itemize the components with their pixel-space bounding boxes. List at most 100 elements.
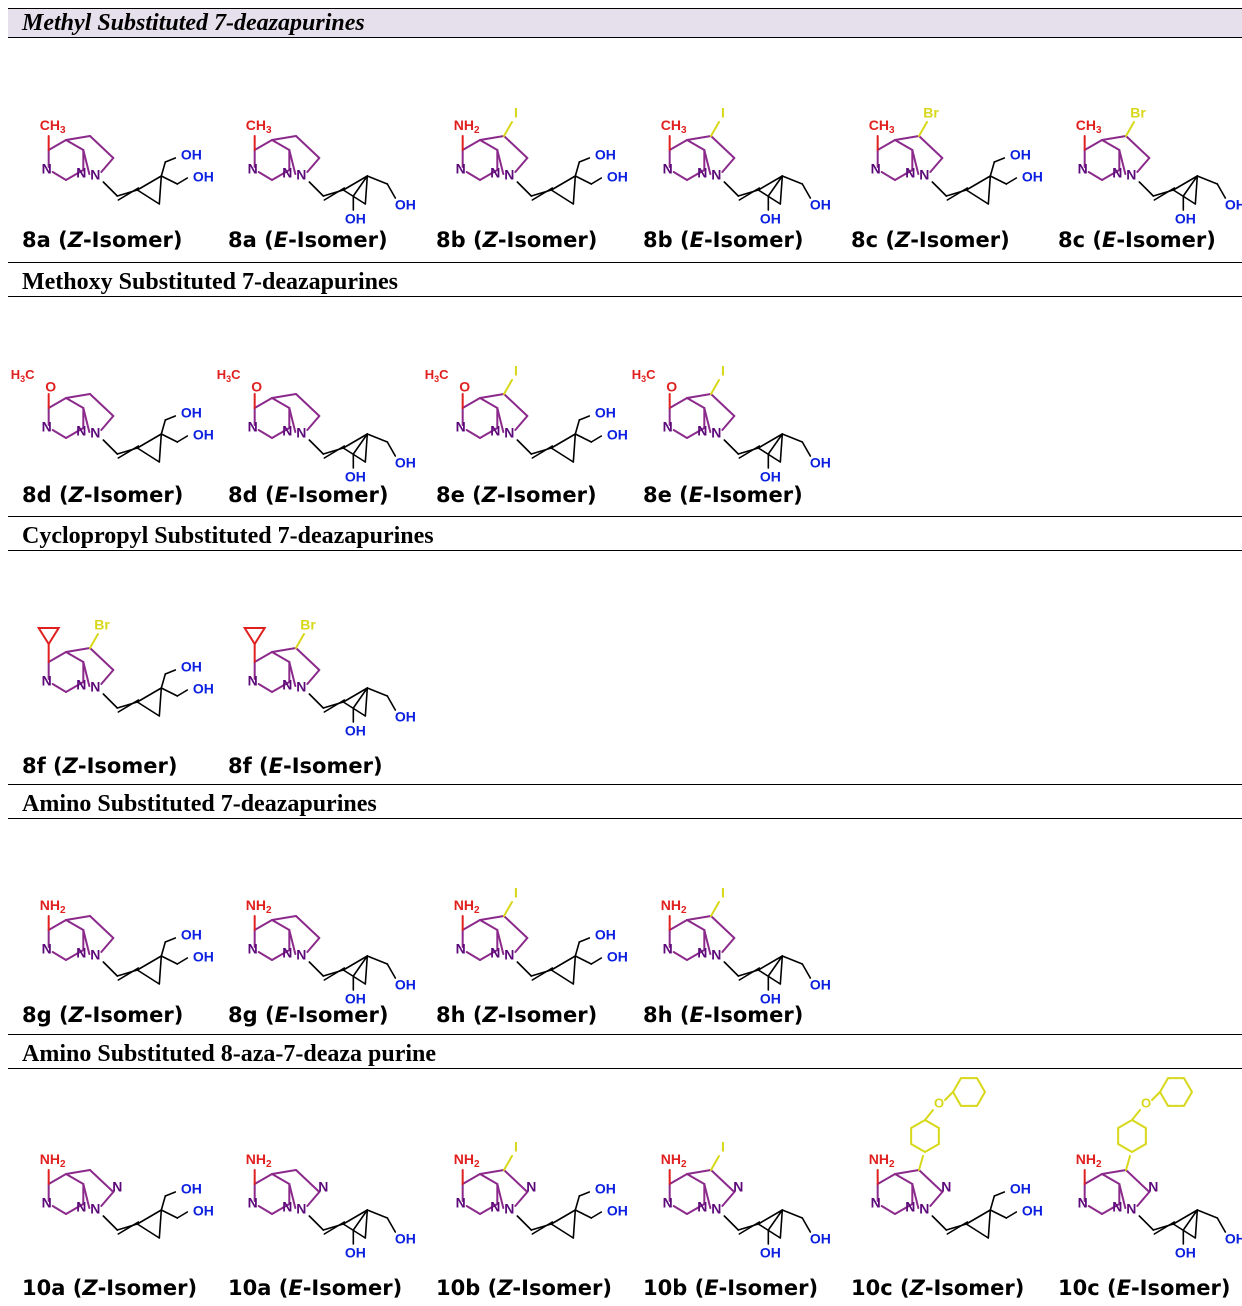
hydroxyl-label: OH	[345, 1245, 366, 1261]
ring-substituent-label: NH2	[869, 1151, 895, 1170]
hydroxyl-label: OH	[810, 197, 831, 213]
compound-id: 8a	[22, 228, 51, 252]
compound-caption: 8a (E-Isomer)	[228, 228, 388, 252]
compound-isomer: (Z-Isomer)	[45, 754, 178, 778]
isomer-word: -Isomer	[302, 1276, 393, 1300]
ring-nitrogen-label: N	[490, 945, 500, 961]
isomer-word: -Isomer	[1130, 1276, 1221, 1300]
ring-nitrogen-label: N	[1112, 1199, 1122, 1215]
compound-caption: 10c (E-Isomer)	[1058, 1276, 1231, 1300]
aza-nitrogen-label: N	[941, 1179, 951, 1195]
compound-id: 8f	[228, 754, 252, 778]
hydroxyl-label: OH	[607, 169, 628, 185]
isomer-letter: E	[268, 754, 284, 778]
isomer-word: -Isomer	[497, 1003, 588, 1027]
halogen-label: I	[721, 105, 725, 121]
ring-nitrogen-label: N	[42, 419, 52, 435]
isomer-word: -Isomer	[497, 483, 587, 507]
compound-isomer: (E-Isomer)	[256, 228, 388, 252]
methoxy-group-label: H3C	[632, 367, 656, 384]
hydroxyl-label: OH	[810, 1231, 831, 1247]
ring-nitrogen-label: N	[905, 165, 915, 181]
compound-isomer: (Z-Isomer)	[878, 228, 1010, 252]
hydroxyl-label: OH	[193, 1203, 214, 1219]
phenoxyphenyl-substituent: O	[910, 1077, 987, 1171]
isomer-word: -Isomer	[82, 228, 173, 252]
ring-nitrogen-label: N	[871, 161, 881, 177]
hydroxyl-label: OH	[1010, 147, 1031, 163]
isomer-word: -Isomer	[283, 754, 373, 778]
hydroxyl-label: OH	[760, 211, 781, 227]
ring-nitrogen-label: N	[248, 1195, 258, 1211]
row-divider	[8, 262, 1242, 263]
compound-caption: 8b (Z-Isomer)	[436, 228, 597, 252]
isomer-letter: Z	[68, 483, 84, 507]
ring-nitrogen-label: N	[76, 423, 86, 439]
isomer-word: -Isomer	[497, 228, 588, 252]
pyrrole-nitrogen-label: N	[90, 167, 100, 183]
compound-id: 8d	[22, 483, 52, 507]
compound-caption: 10c (Z-Isomer)	[851, 1276, 1024, 1300]
ring-nitrogen-label: N	[282, 423, 292, 439]
ring-nitrogen-label: N	[42, 1195, 52, 1211]
ring-substituent-label: NH2	[40, 1151, 66, 1170]
aza-nitrogen-label: N	[526, 1179, 536, 1195]
isomer-letter: Z	[894, 228, 911, 252]
compound-isomer: (Z-Isomer)	[51, 1003, 184, 1027]
pyrrole-nitrogen-label: N	[504, 425, 514, 441]
hydroxyl-label: OH	[395, 709, 416, 725]
pyrrole-nitrogen-label: N	[296, 947, 306, 963]
ring-nitrogen-label: N	[42, 673, 52, 689]
methoxy-oxygen-label: O	[251, 379, 262, 395]
halogen-label: I	[514, 105, 518, 121]
isomer-letter: Z	[62, 754, 78, 778]
compound-isomer: (E-Isomer)	[251, 754, 383, 778]
isomer-word: -Isomer	[703, 483, 794, 507]
hydroxyl-label: OH	[395, 1231, 416, 1247]
compound-id: 8e	[436, 483, 465, 507]
compound-id: 8g	[228, 1003, 258, 1027]
compound-caption: 8g (E-Isomer)	[228, 1003, 388, 1027]
ring-nitrogen-label: N	[456, 419, 466, 435]
hydroxyl-label: OH	[395, 197, 416, 213]
hydroxyl-label: OH	[181, 927, 202, 943]
section-divider	[8, 550, 1242, 551]
ring-substituent-label: CH3	[661, 117, 687, 136]
ring-substituent-label: NH2	[246, 1151, 272, 1170]
hydroxyl-label: OH	[345, 723, 366, 739]
pyrrole-nitrogen-label: N	[711, 167, 721, 183]
methoxy-group-label: H3C	[11, 367, 35, 384]
aza-nitrogen-label: N	[1148, 1179, 1158, 1195]
compound-caption: 8h (E-Isomer)	[643, 1003, 803, 1027]
compound-id: 8f	[22, 754, 46, 778]
ring-nitrogen-label: N	[248, 161, 258, 177]
hydroxyl-label: OH	[181, 659, 202, 675]
compound-id: 8c	[1058, 228, 1086, 252]
compound-id: 8h	[643, 1003, 673, 1027]
isomer-letter: E	[689, 1003, 704, 1027]
section-heading: Methoxy Substituted 7-deazapurines	[22, 269, 399, 295]
compound-id: 8b	[436, 228, 466, 252]
compound-id: 8g	[22, 1003, 52, 1027]
ring-nitrogen-label: N	[282, 165, 292, 181]
compound-caption: 8d (E-Isomer)	[228, 483, 388, 507]
compound-isomer: (E-Isomer)	[257, 1003, 389, 1027]
isomer-word: -Isomer	[703, 1003, 794, 1027]
pyrrole-nitrogen-label: N	[296, 1201, 306, 1217]
ring-nitrogen-label: N	[282, 945, 292, 961]
